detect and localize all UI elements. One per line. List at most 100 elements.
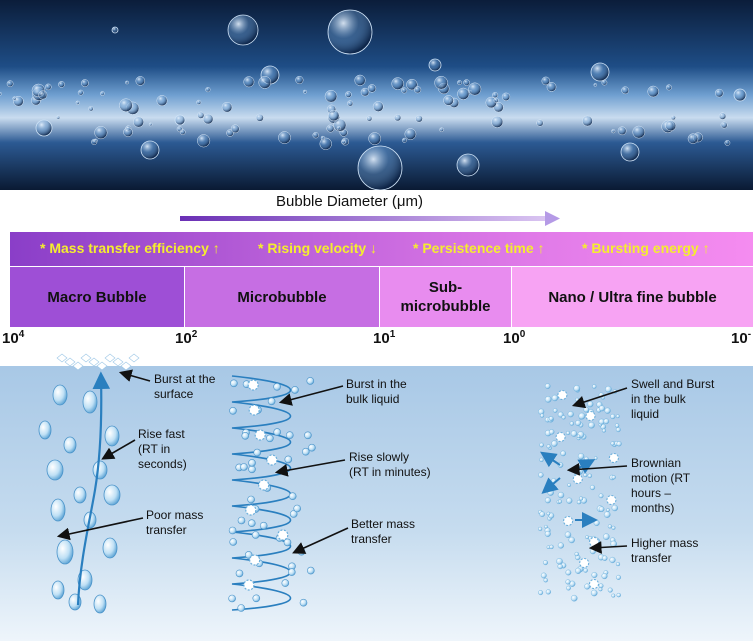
photo-bubble	[345, 91, 352, 98]
nanobubble	[603, 511, 611, 518]
burst-splash-icon	[64, 357, 76, 367]
nanobubble	[567, 483, 572, 487]
photo-bubble	[135, 76, 146, 86]
annotation-arrows	[56, 369, 628, 554]
photo-bubble	[501, 92, 511, 101]
annotation-arrow-icon	[118, 369, 151, 382]
nanobubble	[576, 434, 581, 439]
nanobubble	[570, 430, 578, 437]
burst-splash-icon	[96, 361, 108, 371]
photo-bubble	[230, 124, 240, 134]
photo-bubble	[324, 89, 338, 103]
photo-bubble	[611, 129, 616, 134]
photo-bubble	[327, 9, 373, 55]
macro-bubble	[56, 539, 74, 565]
photo-bubble	[468, 82, 482, 96]
nanobubble	[611, 525, 616, 530]
nanobubble	[576, 499, 582, 505]
macro-burst-label: Burst at the surface	[154, 372, 216, 401]
photo-bubble	[156, 95, 168, 107]
photo-bubble	[414, 86, 422, 94]
nanobubble	[615, 561, 621, 567]
photo-bubble	[258, 76, 272, 89]
microbubble	[283, 538, 292, 547]
photo-bubble	[357, 145, 403, 190]
nano-burst-icon	[572, 473, 583, 485]
annotation-arrow-icon	[278, 385, 344, 406]
photo-bubble	[111, 26, 119, 34]
illustration-background	[0, 366, 753, 641]
nanobubble	[544, 383, 551, 389]
photo-bubble	[347, 100, 354, 107]
microbubble	[229, 538, 237, 546]
photo-bubble	[148, 122, 153, 127]
nanobubble	[545, 589, 552, 595]
nanobubble	[566, 497, 573, 504]
photo-bubble	[456, 153, 480, 177]
photo-bubble	[493, 97, 499, 103]
nanobubble	[544, 396, 552, 403]
photo-bubble	[133, 116, 144, 128]
photo-bubble	[56, 115, 61, 120]
nanobubble	[611, 475, 616, 480]
photo-bubble	[140, 140, 160, 160]
photo-bubble	[94, 126, 108, 140]
microbubble	[306, 377, 315, 385]
nanobubble	[573, 385, 581, 392]
nanobubble	[614, 423, 620, 428]
nanobubble	[538, 526, 543, 531]
macro-bubble	[50, 498, 66, 522]
micro-transfer-label: Better mass transfer	[351, 517, 416, 546]
photo-bubble	[541, 76, 551, 86]
nanobubble	[590, 589, 598, 597]
nanobubble	[552, 408, 558, 413]
nanobubble	[610, 441, 615, 446]
photo-bubbles	[0, 9, 747, 190]
microbubble	[252, 594, 261, 603]
nanobubble	[583, 406, 590, 413]
nanobubble	[598, 506, 605, 513]
nanobubble	[557, 542, 565, 549]
nanobubble	[539, 511, 546, 518]
nanobubble	[538, 472, 544, 478]
macro-bubble	[102, 537, 118, 559]
photo-bubble	[179, 129, 186, 135]
photo-bubble	[463, 79, 470, 86]
microbubble	[281, 579, 290, 587]
nanobubble	[603, 533, 610, 541]
nanobubble	[616, 574, 622, 580]
burst-splash-icon	[80, 353, 92, 363]
photo-bubble	[620, 142, 640, 162]
microbubble	[306, 566, 315, 575]
nanobubble	[569, 421, 574, 426]
bubbles-photo	[0, 0, 753, 190]
photo-bubble	[295, 75, 304, 85]
category-bar: Macro Bubble Microbubble Sub- microbubbl…	[10, 267, 753, 327]
photo-bubble	[632, 125, 646, 139]
macro-bubble	[46, 459, 64, 481]
nanobubble-illustration	[538, 383, 622, 602]
photo-bubble	[724, 140, 731, 146]
tick-label-10-0: 100	[503, 329, 526, 347]
nanobubble	[578, 496, 584, 501]
nanobubble	[589, 484, 596, 491]
microbubble	[247, 495, 255, 504]
nanobubble	[598, 493, 604, 499]
photo-bubble	[536, 119, 544, 127]
photo-bubble	[401, 87, 408, 94]
annotation-arrow-icon	[588, 541, 628, 554]
photo-bubble	[202, 113, 214, 125]
nanobubble	[616, 592, 621, 598]
nanobubble	[544, 497, 551, 504]
microbubble	[248, 465, 256, 474]
microbubble	[288, 492, 297, 501]
nanobubble	[557, 491, 565, 499]
bubble-behaviour-illustration	[38, 353, 628, 614]
annotation-arrow-icon	[292, 527, 349, 554]
photo-bubble	[593, 83, 598, 87]
photo-bubble	[366, 115, 373, 122]
nanobubble	[611, 504, 618, 512]
burst-splash-icon	[120, 361, 132, 371]
microbubble	[241, 431, 250, 440]
burst-splash-icon	[112, 357, 124, 367]
